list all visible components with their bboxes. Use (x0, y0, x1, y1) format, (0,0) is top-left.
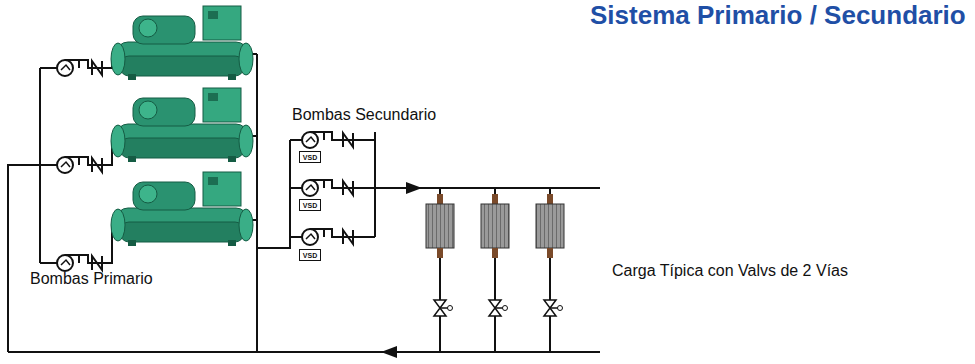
chiller-unit (111, 88, 253, 162)
flow-arrow (406, 182, 422, 194)
pipe (374, 132, 376, 237)
pipe (256, 54, 258, 352)
pipe (8, 165, 57, 352)
pipe (439, 316, 441, 352)
chiller-unit (111, 172, 253, 246)
pipe (439, 258, 441, 300)
pump-symbol (302, 132, 324, 148)
pipe (257, 140, 290, 248)
pipe (494, 316, 496, 352)
check-valve (343, 230, 353, 244)
check-valve (92, 256, 102, 270)
vsd-box: VSD (299, 151, 321, 163)
pipe (79, 225, 112, 263)
vsd-box: VSD (299, 249, 321, 261)
pump-symbol (57, 157, 79, 173)
vsd-label: VSD (303, 252, 317, 259)
check-valve (343, 133, 353, 147)
pipe (549, 258, 551, 300)
check-valve (92, 158, 102, 172)
pipe (549, 316, 551, 352)
pump-symbol (57, 60, 79, 76)
pipe (324, 229, 375, 237)
check-valve (92, 61, 102, 75)
vsd-box: VSD (299, 199, 321, 211)
diagram-title: Sistema Primario / Secundario (590, 1, 966, 30)
pump-symbol (57, 255, 79, 271)
pipe (290, 139, 302, 141)
two-way-valve (489, 300, 508, 316)
flow-arrow (381, 346, 397, 358)
coil-load (426, 194, 454, 258)
pipe (40, 262, 57, 264)
pipe (40, 164, 57, 166)
coil-load (481, 194, 509, 258)
pipe (40, 67, 57, 69)
vsd-label: VSD (303, 202, 317, 209)
text-label: Carga Típica con Valvs de 2 Vías (612, 262, 848, 280)
text-label: Bombas Primario (30, 270, 153, 288)
pipe (8, 351, 600, 353)
pipe (494, 188, 496, 194)
pump-symbol (302, 180, 324, 196)
two-way-valve (434, 300, 453, 316)
text-label: Bombas Secundario (292, 106, 436, 124)
pump-symbol (302, 229, 324, 245)
vsd-label: VSD (303, 154, 317, 161)
coil-load (536, 194, 564, 258)
two-way-valve (544, 300, 563, 316)
check-valve (343, 181, 353, 195)
pipe (439, 188, 441, 194)
pipe (290, 236, 302, 238)
chiller-unit (111, 6, 253, 80)
pipe (324, 132, 375, 140)
pipe (549, 188, 551, 194)
pipe (290, 187, 302, 189)
pipe (324, 180, 375, 188)
pipe (494, 258, 496, 300)
